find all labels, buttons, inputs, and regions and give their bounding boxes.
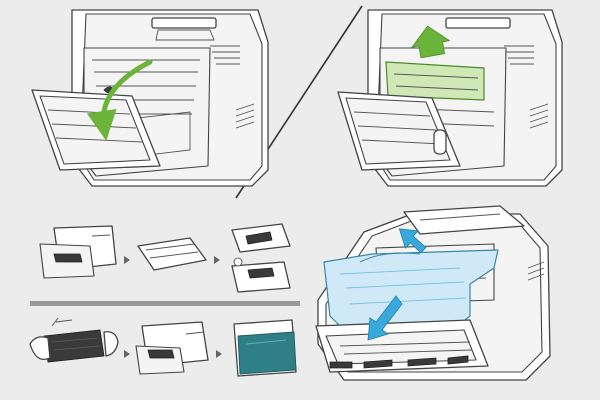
teal-front-cover bbox=[237, 331, 297, 375]
toner-cartridge-icon bbox=[137, 237, 207, 271]
pull-down-arrow bbox=[367, 295, 403, 341]
printer-insert-icon bbox=[135, 321, 209, 375]
lift-up-arrow bbox=[398, 228, 427, 254]
panel-remove-cartridge-through-cover bbox=[315, 205, 551, 381]
chevron-right-icon bbox=[124, 256, 130, 264]
blue-cartridge-tray bbox=[323, 249, 499, 327]
chevron-right-icon bbox=[216, 350, 222, 358]
door-open-arrow bbox=[86, 59, 153, 141]
chevron-right-icon bbox=[214, 256, 220, 264]
highlighted-toner-cartridge bbox=[385, 61, 485, 101]
cartridge-install-icon bbox=[231, 223, 291, 293]
printer-open-icon bbox=[39, 225, 117, 279]
lift-cartridge-arrow bbox=[411, 25, 451, 59]
printer-closed-icon bbox=[233, 319, 297, 377]
panel-open-front-door bbox=[31, 9, 269, 187]
panel-small-step-sequence bbox=[29, 223, 300, 377]
shake-cartridge-icon bbox=[29, 317, 119, 363]
step-row-divider bbox=[30, 301, 300, 306]
chevron-right-icon bbox=[124, 350, 130, 358]
panel-lift-toner-cartridge bbox=[337, 9, 563, 187]
